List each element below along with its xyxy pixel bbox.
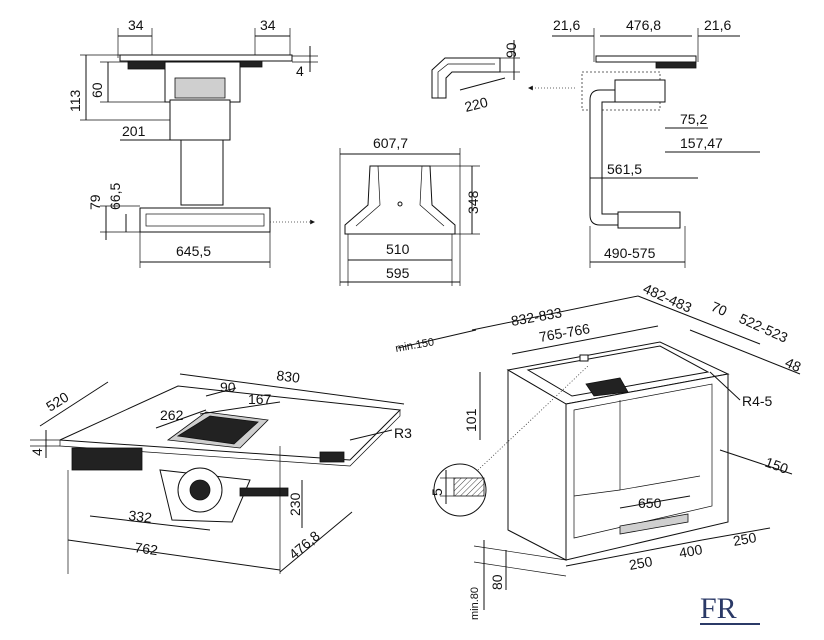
dim-262: 262 [160, 407, 184, 423]
dim-min150-top: min.150 [394, 336, 435, 355]
dim-90-hob: 90 [220, 379, 236, 395]
dim-21-6-left: 21,6 [553, 17, 580, 33]
dim-510: 510 [386, 241, 410, 257]
dim-201: 201 [122, 123, 146, 139]
dim-167: 167 [248, 391, 272, 407]
downdraft-side-view: 34 34 113 60 4 201 [67, 17, 318, 268]
dim-34-left: 34 [128, 17, 144, 33]
dim-561-5: 561,5 [607, 161, 642, 177]
dim-765-766: 765-766 [538, 320, 592, 345]
dim-60: 60 [89, 82, 105, 98]
dim-762: 762 [134, 539, 160, 558]
dim-595: 595 [386, 265, 410, 281]
dim-48: 48 [783, 354, 804, 375]
hob-isometric: 830 520 90 167 262 R3 4 332 762 230 476,… [29, 367, 412, 574]
dim-157-47: 157,47 [680, 135, 723, 151]
dim-522-523: 522-523 [737, 310, 791, 346]
dim-476-8-top: 476,8 [626, 17, 661, 33]
unit-side-view-right: 21,6 476,8 21,6 75,2 157,47 561,5 490-57… [552, 17, 760, 268]
dim-250-left: 250 [628, 553, 654, 573]
dim-21-6-right: 21,6 [704, 17, 731, 33]
dim-34-right: 34 [260, 17, 276, 33]
dim-220: 220 [463, 94, 490, 115]
dim-490-575: 490-575 [604, 245, 656, 261]
dim-5: 5 [429, 488, 445, 496]
dim-150-right: 150 [763, 454, 791, 477]
dim-332: 332 [128, 507, 153, 526]
dim-70: 70 [709, 298, 730, 319]
dim-r3: R3 [394, 425, 412, 441]
logo-text: FR [700, 592, 737, 625]
dim-80: 80 [489, 574, 505, 590]
brand-logo: FR [700, 592, 760, 625]
dim-482-483: 482-483 [641, 280, 695, 316]
dim-4-top: 4 [296, 63, 304, 79]
dim-348: 348 [465, 190, 481, 214]
cabinet-isometric: min.150 832-833 765-766 482-483 70 522-5… [394, 280, 803, 620]
dim-79: 79 [87, 194, 103, 210]
duct-elbow: 90 220 [431, 40, 575, 115]
dim-4-hob: 4 [29, 448, 45, 456]
dim-66-5: 66,5 [107, 183, 123, 210]
dim-101: 101 [463, 408, 479, 432]
dim-75-2: 75,2 [680, 111, 707, 127]
dim-min80: min.80 [469, 587, 481, 620]
dim-r4-5: R4-5 [742, 393, 773, 409]
dim-650: 650 [638, 495, 662, 511]
dim-250-right: 250 [732, 529, 758, 549]
dim-113: 113 [67, 89, 83, 112]
dim-476-8-hob: 476,8 [286, 527, 323, 562]
dim-400: 400 [678, 541, 704, 561]
duct-transition-front: 607,7 348 510 595 [339, 135, 481, 286]
dim-520: 520 [43, 388, 71, 414]
dim-645-5: 645,5 [176, 243, 211, 259]
dim-607-7: 607,7 [373, 135, 408, 151]
dim-230: 230 [287, 492, 303, 516]
dim-90-duct: 90 [503, 42, 519, 58]
dim-830: 830 [276, 367, 301, 386]
